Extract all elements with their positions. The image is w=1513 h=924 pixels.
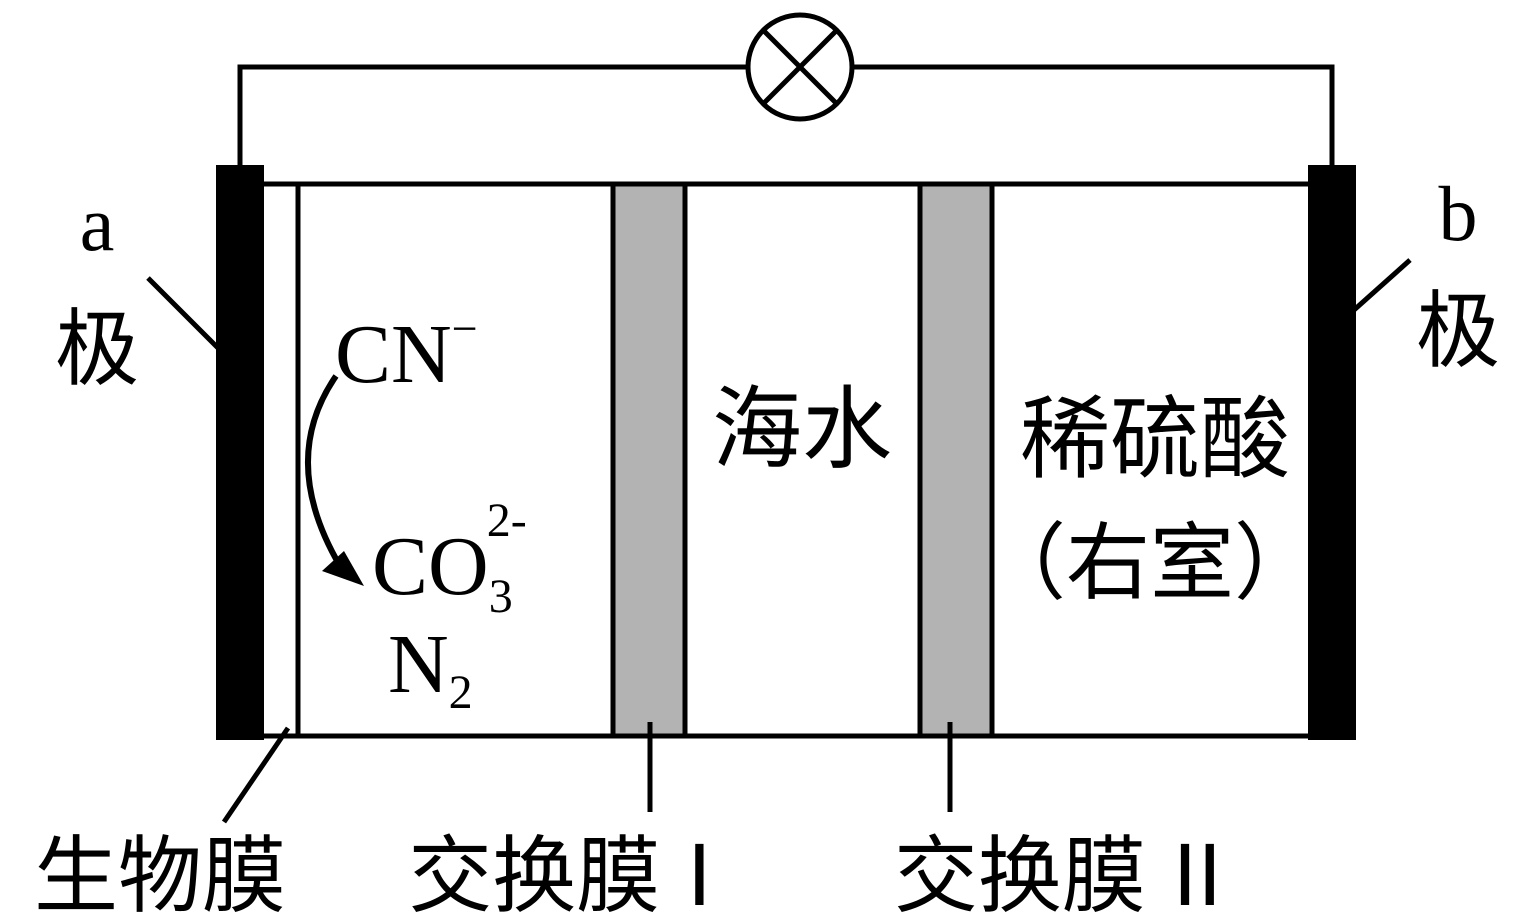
product-carbonate: CO32-	[372, 494, 527, 623]
electrode-b-leader	[1352, 258, 1412, 312]
electrode-a-word: 极	[55, 300, 139, 398]
dilute-sulfuric-acid-label: 稀硫酸	[1020, 387, 1290, 492]
electrode-a-leader	[146, 276, 220, 350]
membrane2-label: 交换膜 II	[894, 827, 1222, 924]
electrode-a-letter: a	[80, 180, 115, 267]
circuit-wire-right	[852, 64, 1335, 168]
biofilm-leader	[221, 726, 291, 824]
electrode-b	[1308, 165, 1356, 740]
electrode-b-word: 极	[1416, 282, 1500, 380]
reaction-arrow	[305, 374, 343, 568]
exchange-membrane-2	[917, 181, 995, 739]
membrane1-label: 交换膜 I	[408, 827, 711, 924]
right-chamber-label: （右室）	[982, 514, 1318, 612]
reaction-arrowhead	[322, 551, 364, 586]
circuit-wire-left	[237, 64, 748, 168]
product-nitrogen: N2	[388, 618, 473, 719]
seawater-label: 海水	[712, 377, 892, 482]
exchange-membrane-1	[610, 181, 688, 739]
reactant-cn: CN−	[335, 303, 478, 401]
electrode-b-letter: b	[1439, 170, 1478, 257]
biofilm-label: 生物膜	[34, 827, 286, 924]
electrode-a	[216, 165, 264, 740]
lamp-icon	[745, 12, 855, 122]
